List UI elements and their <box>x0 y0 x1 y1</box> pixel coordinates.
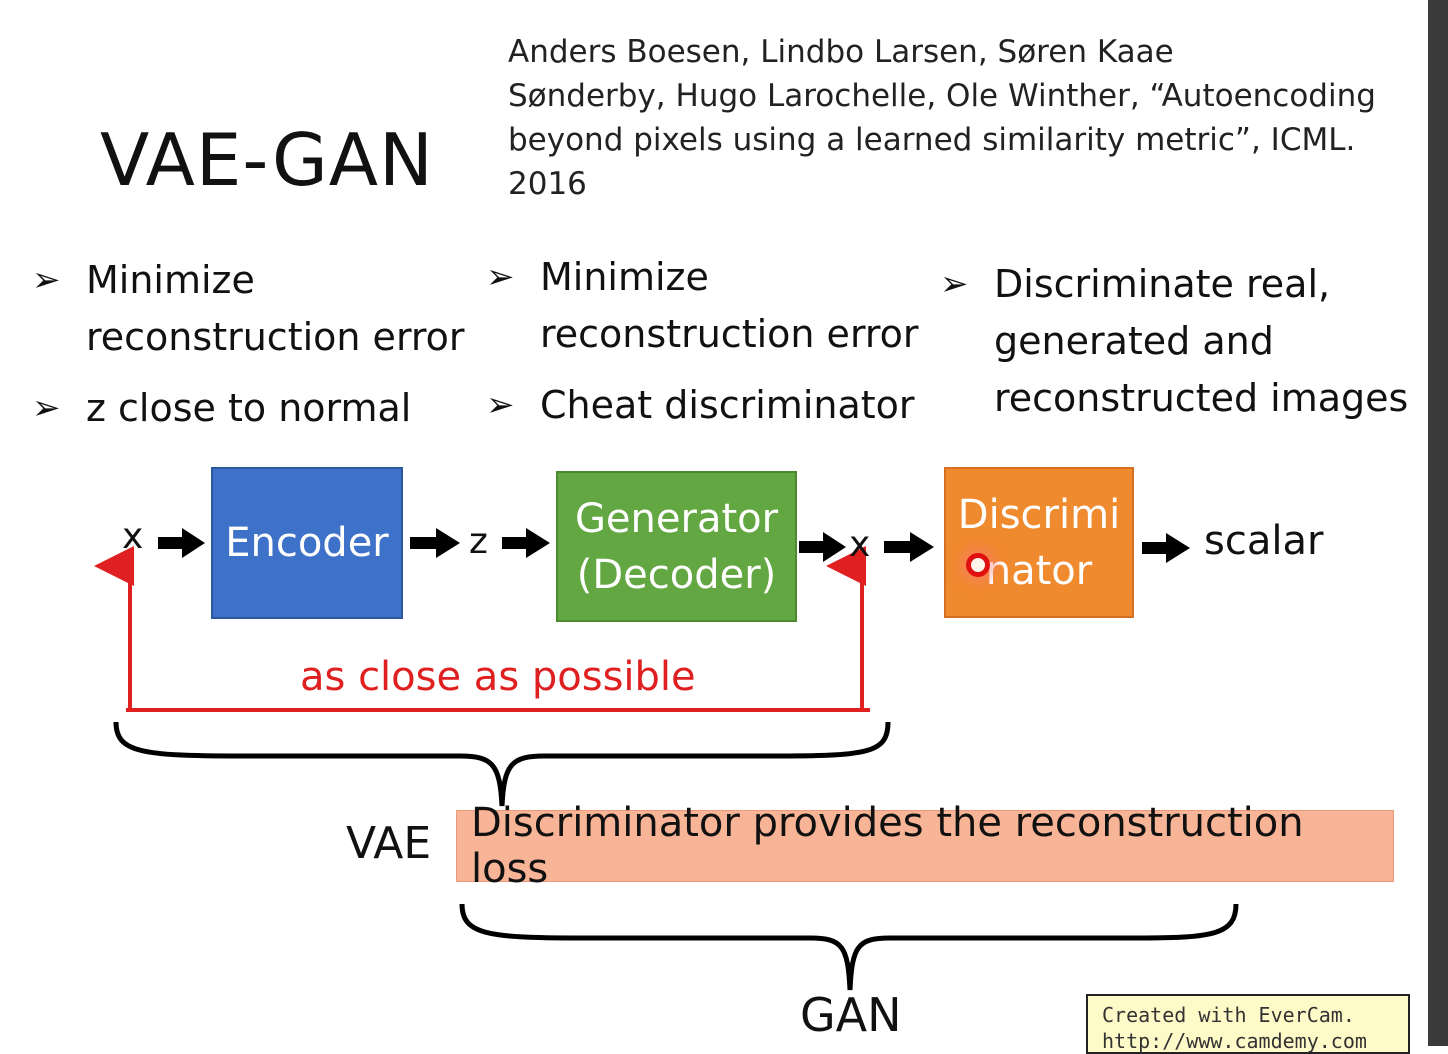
generator-box: Generator (Decoder) <box>556 471 797 622</box>
vae-brace <box>113 721 891 807</box>
citation-line-1: Anders Boesen, Lindbo Larsen, Søren Kaae <box>508 34 1174 70</box>
vae-group-label: VAE <box>346 818 432 869</box>
arrow-x-to-discriminator <box>884 532 934 562</box>
bullet-arrow-icon: ➢ <box>486 385 515 425</box>
col2-bullet-2: ➢ Cheat discriminator <box>486 377 940 434</box>
col1-bullet-1-line-2: reconstruction error <box>86 315 465 359</box>
col3-bullet-1-line-3: reconstructed images <box>994 376 1409 420</box>
generator-label-line-2: (Decoder) <box>576 551 777 598</box>
col1-bullet-2: ➢ z close to normal <box>32 380 486 437</box>
encoder-box: Encoder <box>211 467 403 619</box>
pointer-cursor-icon <box>966 553 990 577</box>
col1-bullet-1-line-1: Minimize <box>86 258 255 302</box>
arrow-x-to-encoder <box>158 528 205 558</box>
scalar-output-label: scalar <box>1204 518 1324 564</box>
reconstruction-note: Discriminator provides the reconstructio… <box>456 800 1394 892</box>
citation: Anders Boesen, Lindbo Larsen, Søren Kaae… <box>508 30 1408 206</box>
flow-arrows <box>158 528 1190 563</box>
bullet-arrow-icon: ➢ <box>32 388 61 428</box>
discriminator-label-line-2: nator <box>985 547 1093 594</box>
col2-bullet-1-line-2: reconstruction error <box>540 312 919 356</box>
discriminator-box: Discrimi nator <box>944 467 1134 618</box>
right-edge-bar <box>1428 0 1448 1046</box>
col3-bullet-1-line-1: Discriminate real, <box>994 262 1331 306</box>
reconstruction-note-text: Discriminator provides the reconstructio… <box>471 800 1304 892</box>
watermark-stamp: Created with EverCam. http://www.camdemy… <box>1086 994 1410 1054</box>
diagram-connectors <box>94 528 1239 991</box>
citation-line-2: Sønderby, Hugo Larochelle, Ole Winther, … <box>508 78 1376 114</box>
col2-bullet-1-line-1: Minimize <box>540 255 709 299</box>
latent-z-label: z <box>469 521 488 562</box>
generator-label-line-1: Generator <box>574 495 779 542</box>
feedback-label: as close as possible <box>300 654 696 700</box>
bullet-arrow-icon: ➢ <box>32 260 61 300</box>
col1-bullet-2-text: z close to normal <box>86 386 412 430</box>
col2-bullet-1: ➢ Minimize reconstruction error <box>486 249 940 363</box>
col1-bullet-1: ➢ Minimize reconstruction error <box>32 252 486 366</box>
bullet-arrow-icon: ➢ <box>940 264 969 304</box>
arrow-z-to-generator <box>502 528 550 558</box>
watermark-line-2: http://www.camdemy.com <box>1102 1029 1367 1053</box>
encoder-label: Encoder <box>225 520 389 566</box>
input-x-label: x <box>122 516 144 557</box>
citation-line-3: beyond pixels using a learned similarity… <box>508 122 1356 202</box>
arrow-generator-to-x <box>799 532 846 562</box>
arrow-encoder-to-z <box>410 528 460 558</box>
slide-title: VAE-GAN <box>100 118 434 202</box>
discriminator-label-line-1: Discrimi <box>957 491 1121 538</box>
output-x-label: x <box>849 524 871 565</box>
feedback-loop <box>94 546 870 712</box>
col2-bullet-2-text: Cheat discriminator <box>540 383 915 427</box>
gan-brace <box>459 903 1239 991</box>
gan-group-label: GAN <box>800 988 902 1042</box>
col3-bullet-1: ➢ Discriminate real, generated and recon… <box>940 256 1419 427</box>
watermark-line-1: Created with EverCam. <box>1102 1003 1355 1027</box>
bullet-arrow-icon: ➢ <box>486 257 515 297</box>
col3-bullet-1-line-2: generated and <box>994 319 1274 363</box>
arrow-discriminator-to-scalar <box>1142 533 1190 563</box>
